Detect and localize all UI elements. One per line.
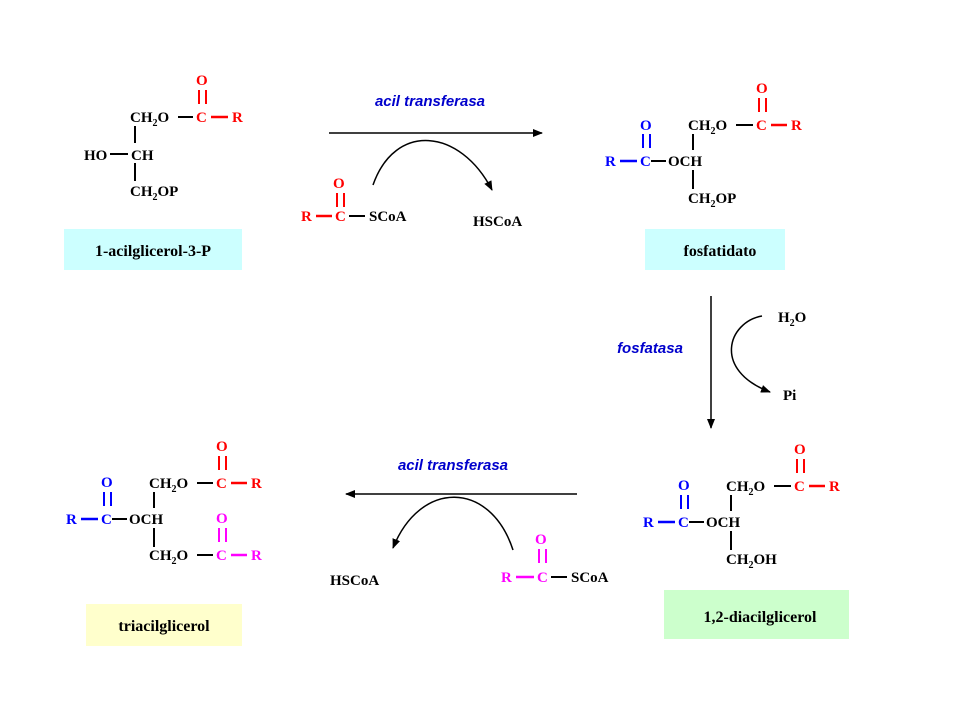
atom-o: O <box>216 439 228 455</box>
molecule-acyl-coa-top: O R C SCoA <box>301 176 407 225</box>
atom-c: C <box>216 476 227 492</box>
atom-r: R <box>643 515 654 531</box>
svg-text:1,2-diacilglicerol: 1,2-diacilglicerol <box>703 609 817 626</box>
atom-c: C <box>216 548 227 564</box>
atom-o: O <box>101 475 113 491</box>
reactant-h2o: H2O <box>778 310 806 329</box>
product-pi: Pi <box>783 388 796 404</box>
atom-ch2: CH2O <box>726 479 765 498</box>
svg-text:fosfatidato: fosfatidato <box>684 243 757 260</box>
cofactor-arrow-right <box>730 315 771 393</box>
atom-r: R <box>251 476 262 492</box>
svg-text:1-acilglicerol-3-P: 1-acilglicerol-3-P <box>95 243 211 260</box>
atom-o: O <box>196 73 208 89</box>
cofactor-arrow-bottom <box>392 496 514 551</box>
atom-o: O <box>794 442 806 458</box>
atom-o: O <box>535 532 547 548</box>
atom-o: O <box>216 511 228 527</box>
atom-r: R <box>251 548 262 564</box>
atom-ch2: CH2O <box>688 118 727 137</box>
atom-ch2oh: CH2OH <box>726 552 777 571</box>
molecule-acyl-coa-bottom: O R C SCoA <box>501 532 609 586</box>
atom-c: C <box>101 512 112 528</box>
atom-c: C <box>537 570 548 586</box>
product-hscoa-bottom: HSCoA <box>330 573 379 589</box>
enzyme-label-bottom: acil transferasa <box>398 457 508 474</box>
label-box-triacylglycerol: triacilglicerol <box>86 604 242 646</box>
atom-och: OCH <box>668 154 703 170</box>
atom-c: C <box>196 110 207 126</box>
atom-r: R <box>301 209 312 225</box>
label-box-acylglycerol: 1-acilglicerol-3-P <box>64 229 242 270</box>
atom-och: OCH <box>129 512 164 528</box>
atom-r: R <box>829 479 840 495</box>
atom-o: O <box>333 176 345 192</box>
molecule-acylglycerol-3p: CH2O C O R HO CH CH2OP <box>84 73 243 203</box>
molecule-triacylglycerol: CH2O C O R OCH C O R CH2O C O R <box>66 439 262 567</box>
atom-r: R <box>605 154 616 170</box>
atom-r: R <box>501 570 512 586</box>
atom-o: O <box>756 81 768 97</box>
atom-och: OCH <box>706 515 741 531</box>
molecule-diacylglycerol: CH2O C O R OCH C O R CH2OH <box>643 442 840 571</box>
atom-ch2: CH2O <box>149 548 188 567</box>
enzyme-label-top: acil transferasa <box>375 93 485 110</box>
atom-ch2op: CH2OP <box>688 191 736 210</box>
atom-r: R <box>232 110 243 126</box>
atom-ho: HO <box>84 148 107 164</box>
cofactor-arrow-top <box>372 139 493 191</box>
atom-r: R <box>66 512 77 528</box>
svg-text:triacilglicerol: triacilglicerol <box>118 618 210 635</box>
atom-o: O <box>678 478 690 494</box>
atom-c: C <box>678 515 689 531</box>
atom-r: R <box>791 118 802 134</box>
label-box-phosphatidate: fosfatidato <box>645 229 785 270</box>
atom-ch: CH <box>131 148 154 164</box>
atom-ch2: CH2O <box>149 476 188 495</box>
enzyme-label-right: fosfatasa <box>617 340 683 357</box>
atom-ch2: CH2O <box>130 110 169 129</box>
label-box-diacylglycerol: 1,2-diacilglicerol <box>664 590 849 639</box>
molecule-phosphatidate: CH2O C O R OCH C O R CH2OP <box>605 81 802 210</box>
product-hscoa-top: HSCoA <box>473 214 522 230</box>
atom-c: C <box>335 209 346 225</box>
atom-scoa: SCoA <box>571 570 609 586</box>
atom-o: O <box>640 118 652 134</box>
atom-ch2op: CH2OP <box>130 184 178 203</box>
atom-c: C <box>794 479 805 495</box>
atom-c: C <box>756 118 767 134</box>
atom-c: C <box>640 154 651 170</box>
atom-scoa: SCoA <box>369 209 407 225</box>
